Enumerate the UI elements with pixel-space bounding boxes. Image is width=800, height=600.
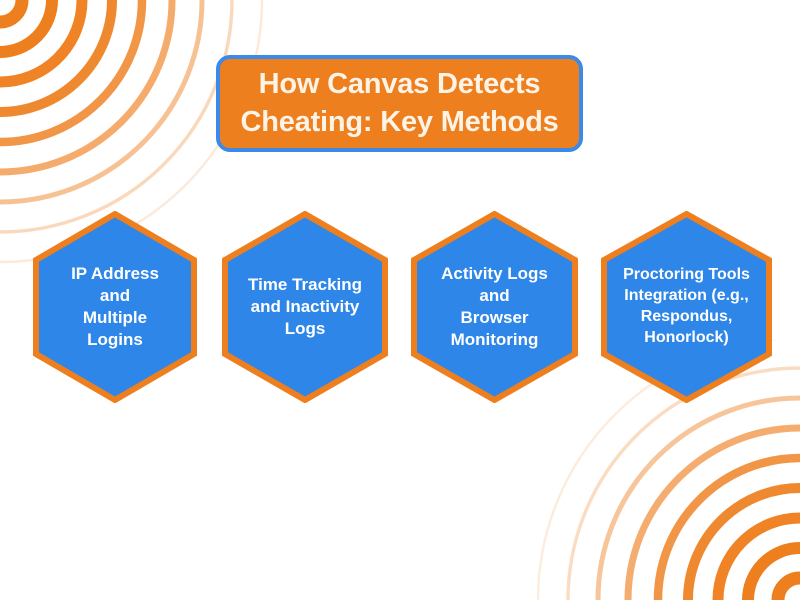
hexagon-shape-icon <box>222 211 388 403</box>
method-label-2: Time Tracking and Inactivity Logs <box>248 274 363 339</box>
hexagon-shape-icon <box>411 211 578 403</box>
method-hexagon-1[interactable]: IP Address and Multiple Logins <box>33 211 197 403</box>
method-label-4: Proctoring Tools Integration (e.g., Resp… <box>623 266 750 346</box>
methods-row: IP Address and Multiple Logins Time Trac… <box>0 211 800 403</box>
page-title: How Canvas Detects Cheating: Key Methods <box>240 68 559 138</box>
method-hexagon-4[interactable]: Proctoring Tools Integration (e.g., Resp… <box>601 211 772 403</box>
method-label-3: Activity Logs and Browser Monitoring <box>441 263 548 350</box>
method-hexagon-2[interactable]: Time Tracking and Inactivity Logs <box>222 211 388 403</box>
hexagon-shape-icon <box>33 211 197 403</box>
title-banner: How Canvas Detects Cheating: Key Methods <box>216 55 583 152</box>
method-label-1: IP Address and Multiple Logins <box>71 263 159 350</box>
method-hexagon-3[interactable]: Activity Logs and Browser Monitoring <box>411 211 578 403</box>
hexagon-shape-icon <box>601 211 772 403</box>
